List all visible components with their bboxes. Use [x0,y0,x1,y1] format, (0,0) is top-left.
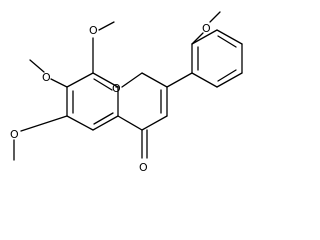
oxygen-label: O [42,71,51,84]
ring-b-bonds [166,29,243,88]
oxygen-label: O [202,22,211,35]
oxygen-label: O [112,82,121,95]
oxygen-label: O [10,128,19,141]
oxygen-label: O [139,161,148,174]
structure-drawing: O O O O O O [9,11,243,174]
ring-a-bonds [66,72,119,131]
methoxy-bonds [13,11,221,161]
molecule-diagram: O O O O O O [9,11,243,174]
label-masks [9,22,211,169]
ring-c-bonds [115,72,168,159]
oxygen-label: O [89,24,98,37]
